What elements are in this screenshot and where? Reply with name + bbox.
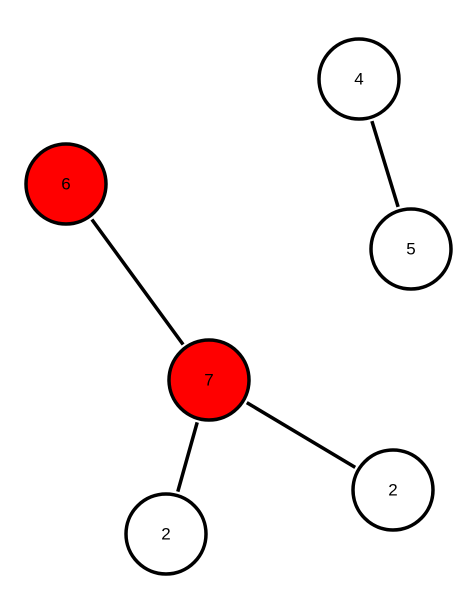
node-2a: 2 [351,448,435,532]
node-6-circle [24,142,108,226]
node-7-label: 7 [204,371,213,390]
node-4-circle [317,37,401,121]
node-5-label: 5 [406,240,415,259]
node-5: 5 [369,207,453,291]
node-5-circle [369,207,453,291]
node-6: 6 [24,142,108,226]
node-4-label: 4 [354,70,363,89]
edge-7-2b [176,421,199,493]
node-2a-label: 2 [388,481,397,500]
nodes-layer: 4 5 6 7 2 2 [24,37,453,576]
edge-7-2a [245,401,357,469]
edges-layer [90,120,400,493]
node-2a-circle [351,448,435,532]
node-7: 7 [167,338,251,422]
node-7-circle [167,338,251,422]
edge-4-5 [370,120,400,208]
node-2b-label: 2 [161,525,170,544]
edge-6-7 [90,218,185,346]
node-4: 4 [317,37,401,121]
node-2b: 2 [124,492,208,576]
node-6-label: 6 [61,175,70,194]
node-2b-circle [124,492,208,576]
